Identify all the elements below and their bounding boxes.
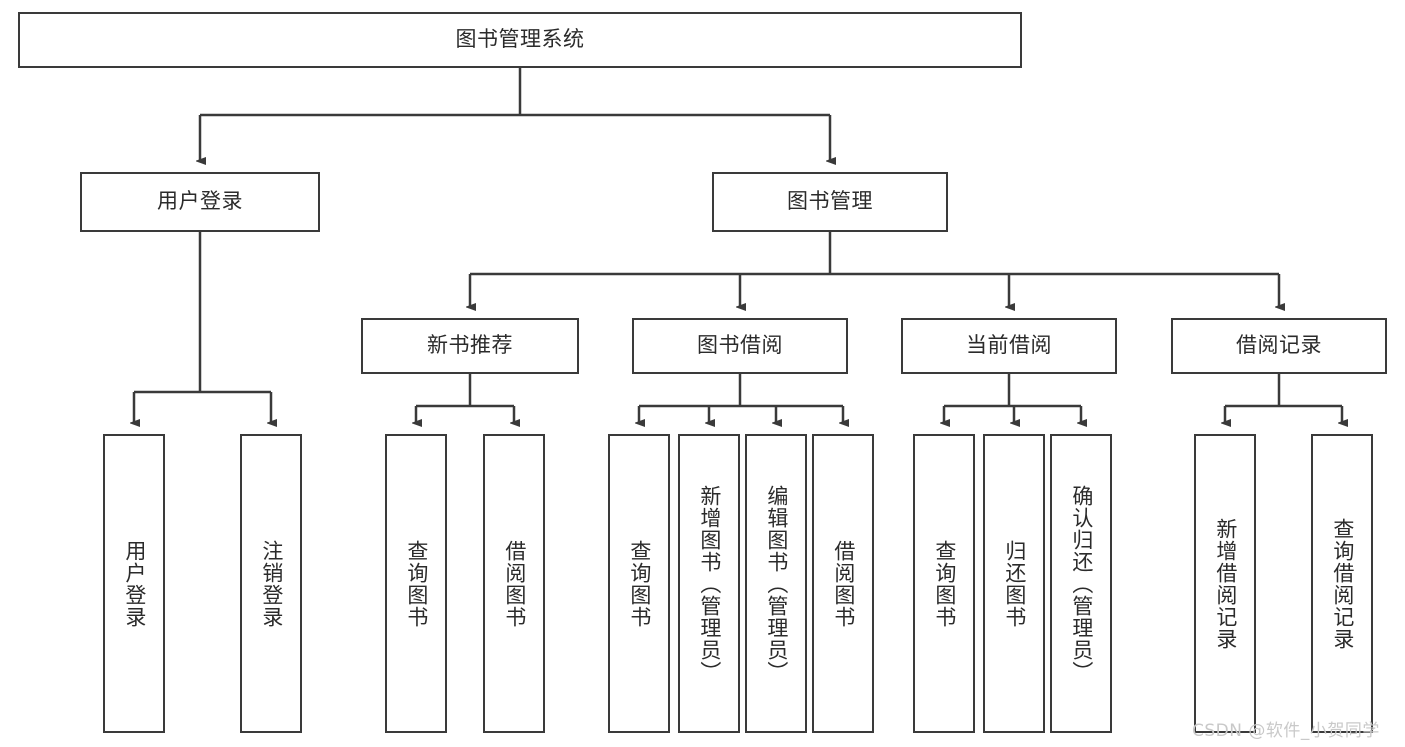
node-label: 注销登录 bbox=[259, 539, 284, 628]
node-box: 图书管理 bbox=[712, 172, 948, 232]
node-box: 查询图书 bbox=[385, 434, 447, 733]
node-box: 借阅图书 bbox=[812, 434, 874, 733]
node-label: 编辑图书（管理员） bbox=[764, 484, 789, 683]
node-box: 当前借阅 bbox=[901, 318, 1117, 374]
node-box: 确认归还（管理员） bbox=[1050, 434, 1112, 733]
node-box: 借阅图书 bbox=[483, 434, 545, 733]
node-box: 借阅记录 bbox=[1171, 318, 1387, 374]
node-label: 确认归还（管理员） bbox=[1069, 484, 1094, 683]
node-label: 新增图书（管理员） bbox=[697, 484, 722, 683]
csdn-watermark: CSDN @软件_小贺同学 bbox=[1192, 721, 1380, 741]
node-label: 查询借阅记录 bbox=[1330, 517, 1355, 650]
node-label: 新增借阅记录 bbox=[1213, 517, 1238, 650]
node-label: 用户登录 bbox=[157, 189, 243, 214]
node-label: 图书借阅 bbox=[697, 333, 783, 358]
node-label: 当前借阅 bbox=[966, 333, 1052, 358]
node-label: 图书管理 bbox=[787, 189, 873, 214]
node-box: 编辑图书（管理员） bbox=[745, 434, 807, 733]
node-label: 新书推荐 bbox=[427, 333, 513, 358]
node-label: 借阅图书 bbox=[831, 539, 856, 628]
node-box: 注销登录 bbox=[240, 434, 302, 733]
node-label: 查询图书 bbox=[404, 539, 429, 628]
node-box: 查询借阅记录 bbox=[1311, 434, 1373, 733]
node-box: 查询图书 bbox=[608, 434, 670, 733]
node-box: 归还图书 bbox=[983, 434, 1045, 733]
node-label: 查询图书 bbox=[932, 539, 957, 628]
node-box: 新书推荐 bbox=[361, 318, 579, 374]
node-label: 用户登录 bbox=[122, 539, 147, 628]
node-label: 借阅图书 bbox=[502, 539, 527, 628]
node-box: 图书管理系统 bbox=[18, 12, 1022, 68]
node-box: 图书借阅 bbox=[632, 318, 848, 374]
node-box: 新增图书（管理员） bbox=[678, 434, 740, 733]
node-box: 新增借阅记录 bbox=[1194, 434, 1256, 733]
node-box: 用户登录 bbox=[80, 172, 320, 232]
node-label: 图书管理系统 bbox=[455, 27, 585, 52]
node-box: 用户登录 bbox=[103, 434, 165, 733]
node-box: 查询图书 bbox=[913, 434, 975, 733]
node-label: 借阅记录 bbox=[1236, 333, 1322, 358]
node-label: 归还图书 bbox=[1002, 539, 1027, 628]
node-label: 查询图书 bbox=[627, 539, 652, 628]
